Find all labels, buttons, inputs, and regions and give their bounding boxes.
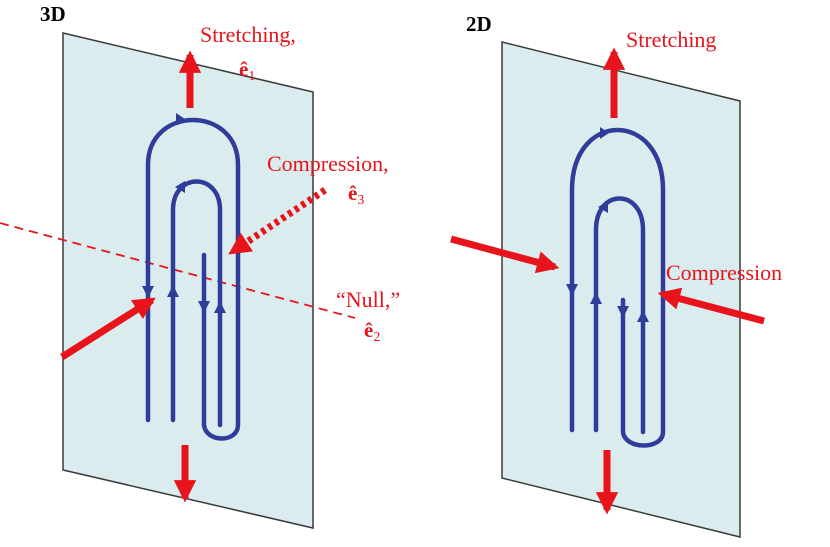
compression-arrow-left-2d: [450, 235, 560, 274]
panel-header-3d: 3D: [40, 2, 66, 26]
null-axis-line: [0, 222, 356, 319]
field-arrow-icon: [167, 285, 179, 297]
field-arrow-icon: [566, 284, 578, 296]
field-arrow-icon: [198, 301, 210, 313]
panel-2d: 2D Stretching Compression: [450, 12, 782, 538]
compression-vector-e3: ê3: [348, 181, 364, 208]
panel-header-2d: 2D: [466, 12, 492, 36]
field-arrow-icon: [637, 310, 649, 322]
stretching-label-3d: Stretching,: [200, 22, 296, 47]
field-arrow-icon: [176, 113, 185, 125]
compression-arrow-solid-3d: [60, 297, 156, 360]
plane-2d: [501, 41, 741, 538]
inner-field-loop: [593, 196, 646, 435]
compression-arrow-right-2d: [657, 287, 765, 325]
plane-3d: [62, 32, 314, 529]
field-arrow-icon: [617, 306, 629, 318]
field-arrow-icon: [175, 181, 185, 193]
inner-field-loop: [170, 179, 223, 428]
compression-label-3d: Compression,: [267, 151, 389, 176]
null-label-3d: “Null,”: [336, 287, 400, 312]
field-direction-arrows-3d: [142, 113, 226, 313]
null-vector-e2: ê2: [364, 318, 380, 345]
field-lines-3d: [145, 117, 241, 441]
field-direction-arrows-2d: [566, 127, 649, 322]
field-arrow-icon: [214, 301, 226, 313]
field-arrow-icon: [598, 201, 608, 213]
field-arrow-icon: [142, 286, 154, 298]
field-arrow-icon: [600, 127, 609, 139]
compression-arrow-dotted-3d: [228, 187, 327, 255]
field-arrow-icon: [590, 292, 602, 304]
outer-field-loop: [145, 117, 241, 441]
compression-label-2d: Compression: [666, 260, 782, 285]
outer-field-loop: [569, 127, 666, 448]
stretching-vector-e1: ê1: [239, 57, 255, 84]
field-lines-2d: [569, 127, 666, 448]
stretching-label-2d: Stretching: [626, 27, 716, 52]
panel-3d: 3D Stretching, ê1 Compression, ê3 “Null,…: [0, 2, 400, 529]
